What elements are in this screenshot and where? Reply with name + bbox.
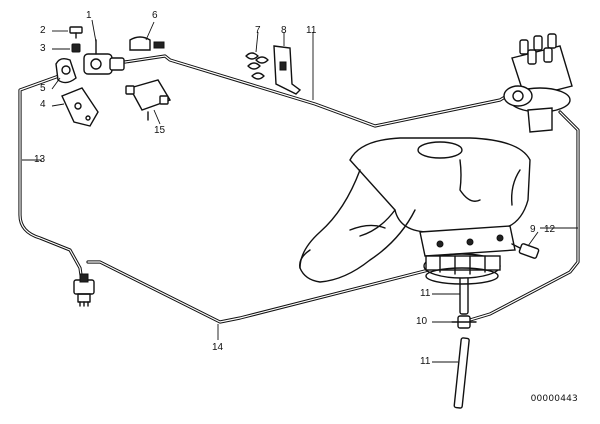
vacuum-hose-13 xyxy=(18,70,84,284)
callout-1: 1 xyxy=(86,10,92,21)
callout-4: 4 xyxy=(40,99,46,110)
sensor-9 xyxy=(511,243,540,259)
temperature-switch xyxy=(73,273,95,307)
callout-11-top: 11 xyxy=(306,25,317,36)
bracket-8 xyxy=(273,45,302,95)
callout-14: 14 xyxy=(212,342,224,353)
leader-lines xyxy=(22,19,578,363)
callout-11-mid: 11 xyxy=(420,288,431,299)
valve-1 xyxy=(83,39,125,75)
callout-8: 8 xyxy=(281,25,287,36)
nut-3 xyxy=(71,43,81,53)
callout-12: 12 xyxy=(544,224,556,235)
callout-13: 13 xyxy=(34,154,46,165)
diagram-id: 00000443 xyxy=(530,394,578,404)
vacuum-hose-11-top xyxy=(123,54,512,128)
bracket-4 xyxy=(61,87,99,127)
pressure-converter-15 xyxy=(125,79,172,121)
t-piece-10 xyxy=(451,315,477,329)
callout-5: 5 xyxy=(40,83,46,94)
clips-7 xyxy=(245,52,269,80)
callout-2: 2 xyxy=(40,25,46,36)
callout-15: 15 xyxy=(154,125,166,136)
vacuum-hose-12 xyxy=(468,110,580,322)
screw-2 xyxy=(69,26,83,39)
callout-7: 7 xyxy=(255,25,261,36)
holder-5 xyxy=(55,57,77,84)
clamp-6 xyxy=(129,36,165,51)
vacuum-hose-11-vertical xyxy=(453,257,470,409)
callout-6: 6 xyxy=(152,10,158,21)
callout-10: 10 xyxy=(416,316,428,327)
vacuum-hose-14 xyxy=(86,260,462,324)
callout-11-bottom: 11 xyxy=(420,356,431,367)
distributor xyxy=(503,33,573,133)
callout-3: 3 xyxy=(40,43,46,54)
throttle-body xyxy=(419,225,516,285)
callout-9: 9 xyxy=(530,224,536,235)
air-intake-housing xyxy=(299,137,531,283)
